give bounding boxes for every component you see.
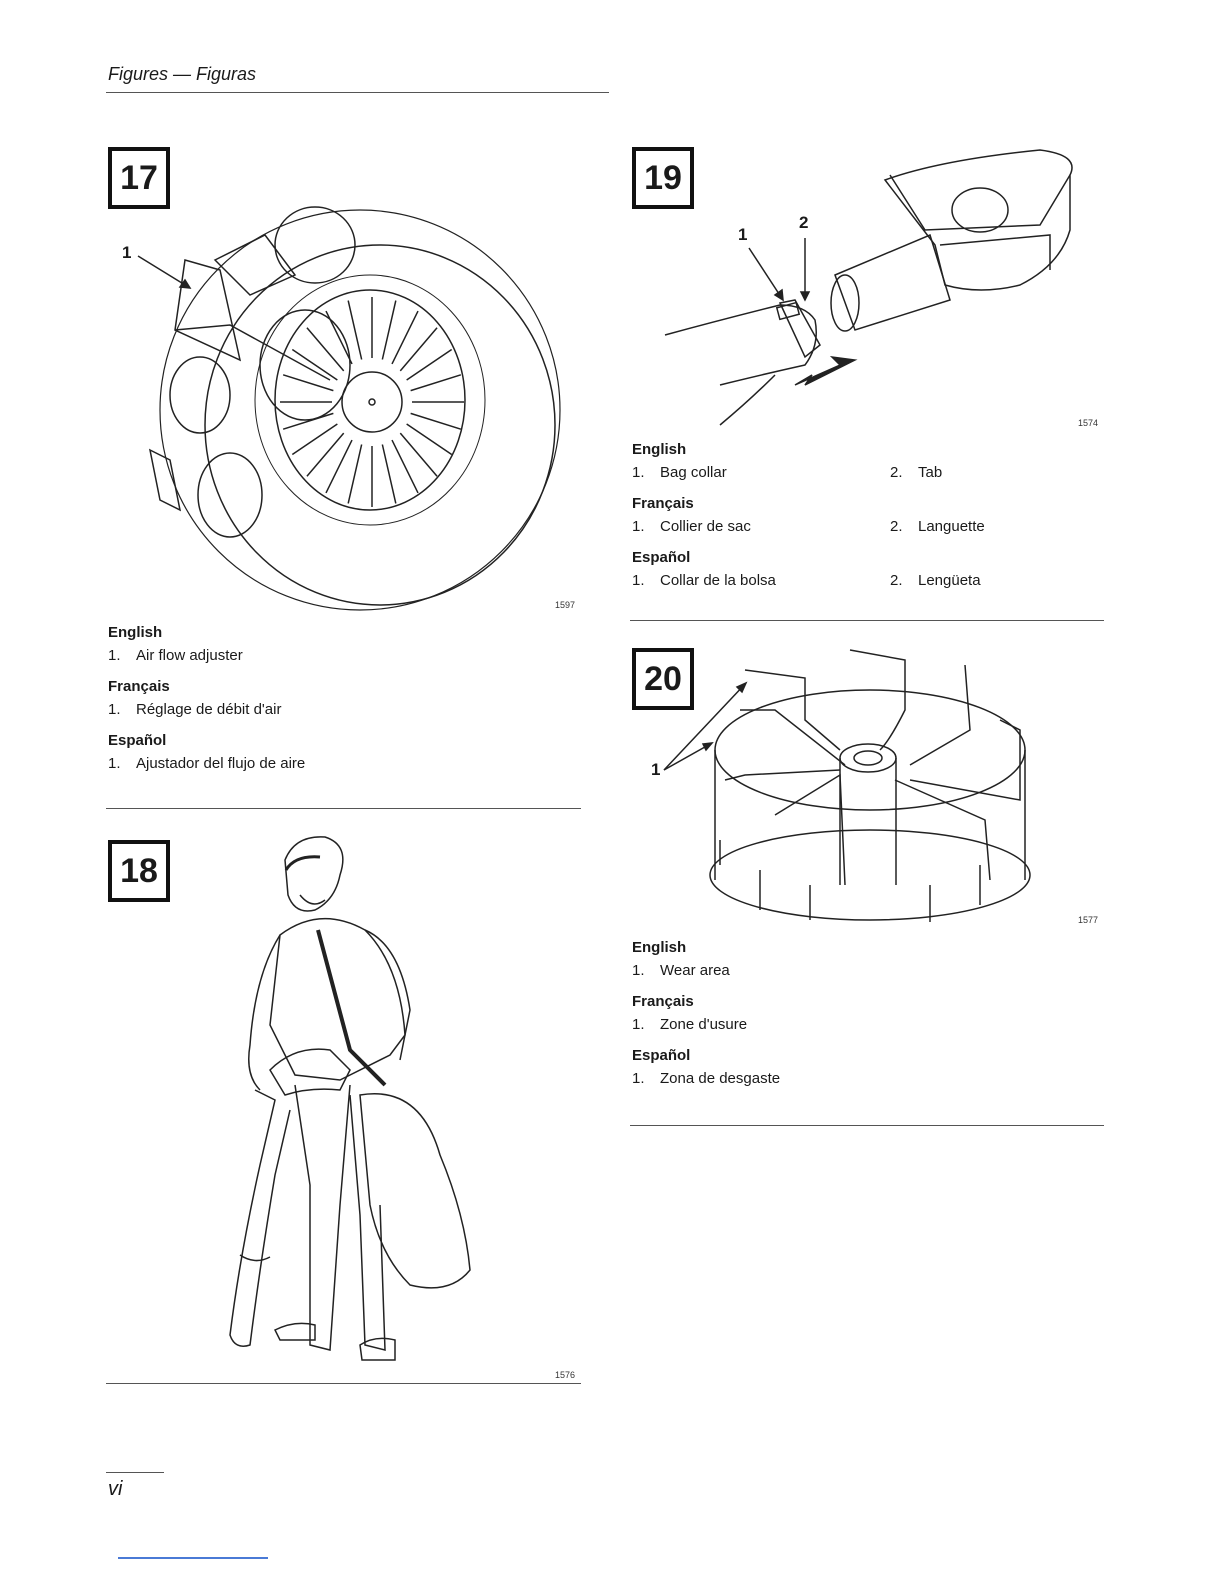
legend-item-number: 2. — [890, 464, 903, 481]
legend-item-number: 1. — [632, 1016, 645, 1033]
figure-19-callout-2: 2 — [799, 213, 809, 232]
figure-18-number: 18 — [120, 852, 158, 890]
legend-item-text: Wear area — [660, 962, 730, 979]
figure-19-legend: English 1. Bag collar 2. Tab Français 1. … — [632, 441, 1102, 603]
legend-item-number: 2. — [890, 572, 903, 589]
footer-link-underline — [118, 1557, 268, 1559]
legend-item: 1. Ajustador del flujo de aire — [108, 755, 578, 772]
figure-19-number-box: 19 — [632, 147, 694, 209]
legend-item-text: Zone d'usure — [660, 1016, 748, 1033]
figure-17-bottom-rule — [106, 808, 581, 809]
legend-item-text: Bag collar — [660, 464, 727, 481]
footer-rule — [106, 1472, 164, 1473]
impeller-spoke — [347, 444, 363, 504]
legend-item-number: 1. — [632, 572, 645, 589]
legend-item-2: 2. Tab — [890, 464, 942, 481]
legend-item-text: Languette — [918, 518, 985, 535]
figure-20-bottom-rule — [630, 1125, 1104, 1126]
impeller-spoke — [391, 310, 419, 365]
page-header-title: Figures — Figuras — [108, 64, 257, 84]
impeller-spoke — [306, 432, 345, 477]
impeller-spoke — [347, 300, 363, 360]
legend-language: Español — [108, 732, 167, 749]
legend-item-text: Collier de sac — [660, 518, 751, 535]
figure-17-number-box: 17 — [108, 147, 170, 209]
legend-item-number: 1. — [108, 755, 121, 772]
legend-item-number: 1. — [108, 647, 121, 664]
legend-item-text: Lengüeta — [918, 572, 981, 589]
figure-19-callout-1: 1 — [738, 225, 748, 244]
figure-20-number-box: 20 — [632, 648, 694, 710]
impeller-spoke — [410, 412, 462, 430]
legend-item: 1. Zona de desgaste — [632, 1070, 1102, 1087]
impeller-spoke — [282, 412, 334, 430]
legend-item-2: 2. Languette — [890, 518, 985, 535]
figure-17-image-id: 1597 — [555, 600, 576, 610]
figure-17-number: 17 — [120, 159, 158, 197]
figure-20-image-id: 1577 — [1078, 915, 1099, 925]
figure-20-number: 20 — [644, 660, 682, 698]
figure-20-callout-1: 1 — [651, 760, 661, 779]
figure-17-legend: English 1. Air flow adjuster Français 1.… — [108, 624, 578, 786]
legend-item-text: Réglage de débit d'air — [136, 701, 282, 718]
figure-18-image-id: 1576 — [555, 1370, 576, 1380]
impeller-spoke — [391, 439, 419, 494]
figure-18-number-box: 18 — [108, 840, 170, 902]
legend-item: 1. Air flow adjuster — [108, 647, 578, 664]
figure-18-bottom-rule — [106, 1383, 581, 1384]
impeller-spoke — [406, 348, 453, 381]
impeller-spoke — [410, 374, 462, 392]
legend-item: 1. Collier de sac 2. Languette — [632, 518, 1102, 535]
impeller-spoke — [291, 423, 338, 456]
figure-17-callout-arrow — [137, 255, 192, 289]
legend-item: 1. Wear area — [632, 962, 1102, 979]
legend-language: Français — [632, 993, 694, 1010]
impeller-fan-drawing — [709, 649, 1031, 922]
figure-19-number: 19 — [644, 159, 682, 197]
figure-19-image-id: 1574 — [1078, 418, 1099, 428]
page-number: vi — [108, 1478, 123, 1500]
figure-19-bottom-rule — [630, 620, 1104, 621]
legend-item-number: 1. — [632, 464, 645, 481]
legend-item-number: 2. — [890, 518, 903, 535]
impeller-spoke — [381, 444, 397, 504]
legend-item-number: 1. — [108, 701, 121, 718]
legend-item-2: 2. Lengüeta — [890, 572, 981, 589]
legend-language: Français — [108, 678, 170, 695]
impeller-spoke — [399, 432, 438, 477]
legend-item-text: Air flow adjuster — [136, 647, 243, 664]
legend-item-number: 1. — [632, 1070, 645, 1087]
header-rule — [106, 92, 609, 93]
impeller-spoke — [306, 327, 345, 372]
impeller-spoke — [282, 374, 334, 392]
impeller-spoke — [381, 300, 397, 360]
figure-19-callout-arrows — [748, 238, 811, 302]
legend-item-text: Collar de la bolsa — [660, 572, 776, 589]
legend-language: Español — [632, 549, 691, 566]
legend-item: 1. Réglage de débit d'air — [108, 701, 578, 718]
impeller-spoke — [291, 348, 338, 381]
legend-language: Français — [632, 495, 694, 512]
impeller-spoke — [406, 423, 453, 456]
legend-item-text: Ajustador del flujo de aire — [136, 755, 306, 772]
bag-collar-drawing — [664, 149, 1073, 426]
legend-language: English — [632, 441, 687, 458]
figure-17-callout-1: 1 — [122, 243, 132, 262]
legend-item: 1. Collar de la bolsa 2. Lengüeta — [632, 572, 1102, 589]
legend-item-text: Zona de desgaste — [660, 1070, 781, 1087]
legend-language: English — [632, 939, 687, 956]
operator-with-blower-drawing — [229, 836, 471, 1361]
impeller-housing-drawing — [148, 206, 561, 611]
impeller-spoke — [325, 439, 353, 494]
legend-item-text: Tab — [918, 464, 943, 481]
legend-item-number: 1. — [632, 962, 645, 979]
legend-language: Español — [632, 1047, 691, 1064]
legend-language: English — [108, 624, 163, 641]
impeller-spoke — [399, 327, 438, 372]
legend-item: 1. Zone d'usure — [632, 1016, 1102, 1033]
legend-item-number: 1. — [632, 518, 645, 535]
figure-20-callout-arrows — [663, 681, 748, 771]
figure-20-legend: English 1. Wear area Français 1. Zone d'… — [632, 939, 1102, 1101]
legend-item: 1. Bag collar 2. Tab — [632, 464, 1102, 481]
